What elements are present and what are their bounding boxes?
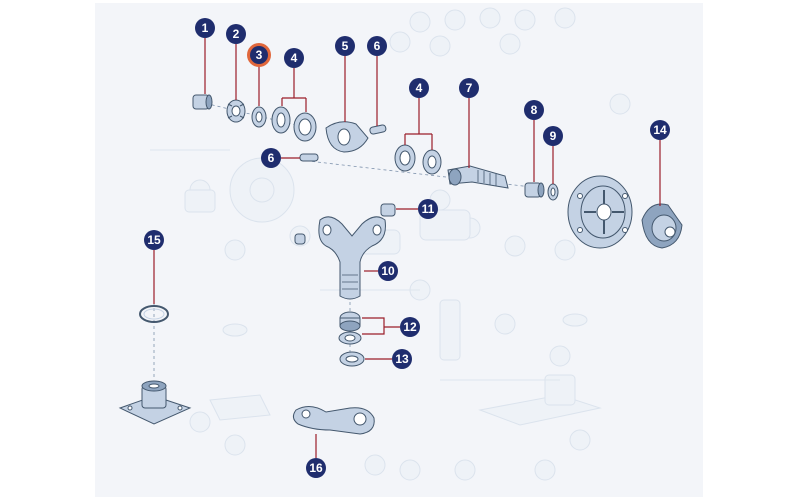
callout-label: 12 — [403, 320, 417, 334]
callout-6-upper: 6 — [367, 36, 387, 56]
callout-2: 2 — [226, 24, 246, 44]
callout-label: 3 — [256, 48, 263, 62]
part-6-pin-b — [299, 153, 319, 162]
callout-13: 13 — [392, 349, 412, 369]
part-14-bearing-housing — [641, 203, 683, 249]
part-small-pin — [294, 233, 306, 245]
callout-3-highlighted: 3 — [247, 43, 271, 67]
callout-4-upper-right: 4 — [409, 78, 429, 98]
callout-label: 15 — [147, 233, 161, 247]
callout-label: 1 — [202, 21, 209, 35]
callout-label: 10 — [381, 264, 395, 278]
part-4-bearing-pair-a — [271, 106, 317, 142]
callout-14: 14 — [650, 120, 670, 140]
callout-7: 7 — [459, 78, 479, 98]
part-3-washer — [251, 106, 267, 128]
part-12-bearing-pair — [338, 311, 362, 345]
callout-label: 14 — [653, 123, 667, 137]
callout-15: 15 — [144, 230, 164, 250]
part-8-bushing — [524, 182, 545, 198]
callout-9: 9 — [543, 126, 563, 146]
callout-12: 12 — [400, 317, 420, 337]
callout-label: 9 — [550, 129, 557, 143]
callout-label: 11 — [422, 202, 435, 216]
background-ghost-diagram — [150, 7, 631, 481]
callout-label: 2 — [233, 27, 240, 41]
callout-label: 7 — [466, 81, 473, 95]
callout-label: 4 — [291, 51, 298, 65]
part-2-slotted-nut — [226, 99, 246, 123]
callout-10: 10 — [378, 261, 398, 281]
callout-8: 8 — [524, 100, 544, 120]
callout-1: 1 — [195, 18, 215, 38]
part-7-splined-shaft — [447, 165, 509, 189]
part-9-ring — [547, 183, 559, 201]
callout-label: 8 — [531, 103, 538, 117]
part-flange-disc — [567, 175, 633, 249]
part-15-o-ring — [139, 305, 169, 323]
part-5-yoke-bracket — [325, 121, 369, 153]
callout-11: 11 — [418, 199, 438, 219]
part-1-bushing — [192, 94, 213, 110]
callout-label: 4 — [416, 81, 423, 95]
callout-6-lower: 6 — [261, 148, 281, 168]
part-6-pin-a — [369, 124, 387, 135]
callout-4-upper-left: 4 — [284, 48, 304, 68]
part-11-bushing — [380, 203, 396, 217]
callout-label: 5 — [342, 39, 349, 53]
callout-label: 16 — [309, 461, 323, 475]
part-10-fork-shaft — [318, 216, 386, 300]
callout-5: 5 — [335, 36, 355, 56]
callout-label: 6 — [374, 39, 381, 53]
callout-label: 6 — [268, 151, 275, 165]
part-16-lever-arm — [292, 406, 375, 435]
part-flange-bearing-housing — [118, 380, 192, 425]
leader-lines — [153, 38, 661, 458]
callout-16: 16 — [306, 458, 326, 478]
callout-label: 13 — [395, 352, 409, 366]
part-4-bearing-pair-b — [394, 144, 442, 175]
part-13-seal-ring — [339, 351, 365, 367]
